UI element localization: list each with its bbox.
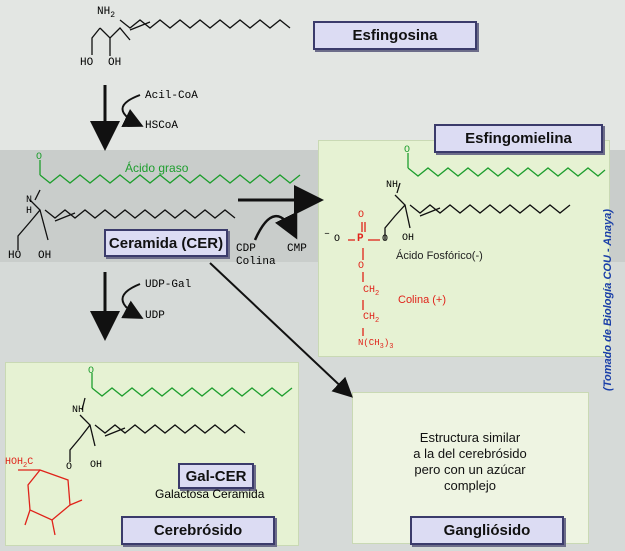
ch2-upper: CH2 — [363, 285, 380, 298]
phosphate-o-top: O — [358, 210, 365, 221]
desc-line-3: pero con un azúcar — [414, 462, 526, 477]
esfingosina-chain — [91, 19, 291, 56]
reagent-cdp: CDP — [236, 243, 256, 255]
credit-text: (Tomado de Biología COU - Anaya) — [602, 209, 614, 391]
cb-oh-label: OH — [90, 460, 103, 471]
arrow-cdp-curve — [253, 211, 298, 241]
cer-ho-label: HO — [8, 250, 22, 262]
esfingomielina-fatty-acid — [407, 153, 606, 177]
galcer-subtitle: Galactosa Ceramida — [155, 487, 265, 501]
ceramida-fatty-acid — [39, 160, 301, 184]
cb-n-label: NH — [72, 405, 85, 416]
phosphate-minus: – — [324, 229, 331, 240]
colina-plus-label: Colina (+) — [398, 294, 446, 306]
title-esfingomielina: Esfingomielina — [434, 124, 603, 153]
arrow-acil-curve — [121, 94, 144, 127]
cb-o-label: O — [88, 366, 95, 377]
esm-o-label: O — [404, 145, 411, 156]
hoh2c-label: HOH2C — [5, 457, 34, 470]
esf-ho-label: HO — [80, 57, 94, 69]
esf-oh-label: OH — [108, 57, 122, 69]
nh2-label: NH2 — [97, 6, 116, 21]
esm-n-label: NH — [386, 180, 399, 191]
cerebrosido-fatty-acid — [91, 373, 293, 397]
galactose-ring — [18, 469, 83, 536]
phosphate-o-right: O — [382, 234, 389, 245]
reagent-udp: UDP — [145, 310, 165, 322]
acido-graso-label: Ácido graso — [125, 161, 189, 175]
title-galcer: Gal-CER — [178, 463, 254, 489]
title-cerebrosido: Cerebrósido — [121, 516, 275, 545]
esm-oh-label: OH — [402, 233, 415, 244]
desc-line-1: Estructura similar — [419, 430, 521, 445]
title-ceramida: Ceramida (CER) — [104, 229, 228, 257]
panel-esfingomielina — [318, 140, 610, 357]
reagent-colina: Colina — [236, 256, 276, 268]
phosphate-p: P — [357, 233, 364, 245]
reagent-udpgal: UDP-Gal — [145, 279, 192, 291]
cer-o-label: O — [36, 152, 43, 163]
arrow-to-gangliosido — [209, 262, 353, 398]
reagent-hscoa: HSCoA — [145, 120, 179, 132]
title-esfingosina: Esfingosina — [313, 21, 477, 50]
n-methyl-label: N(CH3)3 — [358, 338, 394, 351]
title-gangliosido: Gangliósido — [410, 516, 564, 545]
phosphate-o-left: O — [334, 234, 341, 245]
desc-line-4: complejo — [443, 478, 497, 493]
reagent-acilcoa: Acil-CoA — [145, 90, 198, 102]
cerebrosido-chain — [69, 397, 246, 462]
desc-line-2: a la del cerebrósido — [413, 446, 527, 461]
esfingomielina-chain — [384, 182, 571, 240]
cb-o-link: O — [66, 462, 73, 473]
panel-cerebrosido — [5, 362, 299, 546]
cer-oh-label: OH — [38, 250, 52, 262]
reagent-cmp: CMP — [287, 243, 307, 255]
acido-fosforico-label: Ácido Fosfórico(-) — [396, 250, 483, 262]
ceramida-chain — [17, 189, 236, 250]
arrow-udp-curve — [121, 283, 144, 319]
phosphate-o-bottom: O — [358, 261, 365, 272]
gangliosido-description: Estructura similar a la del cerebrósido … — [365, 430, 575, 494]
phosphate-group — [348, 222, 380, 336]
ch2-lower: CH2 — [363, 312, 380, 325]
